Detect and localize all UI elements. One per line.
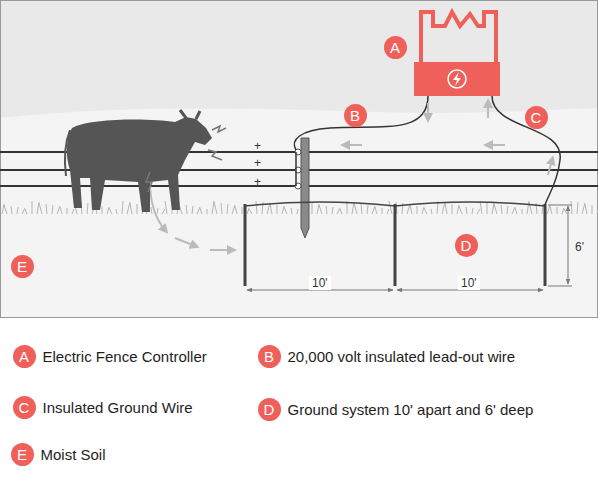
callout-letter: D (461, 238, 472, 253)
callout-letter: B (350, 108, 360, 123)
frame (1, 1, 598, 318)
callout-letter: E (17, 447, 27, 462)
key-description: Insulated Ground Wire (43, 399, 193, 416)
key-item: DGround system 10' apart and 6' deep (258, 398, 281, 421)
callout-letter: A (19, 349, 29, 364)
polarity-sign: + (254, 175, 261, 189)
ground-connector-wire (245, 202, 545, 206)
callout-circle: B (344, 104, 367, 127)
callout-letter: C (531, 110, 542, 125)
key-item: AElectric Fence Controller (13, 345, 36, 368)
callout-circle: C (525, 106, 548, 129)
sky (0, 0, 598, 318)
key-description: 20,000 volt insulated lead-out wire (288, 348, 516, 365)
cow (67, 117, 212, 212)
key-description: Moist Soil (41, 446, 106, 463)
ground (0, 108, 598, 318)
key-item: B20,000 volt insulated lead-out wire (258, 345, 281, 368)
key-item: CInsulated Ground Wire (13, 396, 36, 419)
polarity-sign: + (254, 139, 261, 153)
insulators (295, 149, 301, 189)
key-item: EMoist Soil (11, 443, 34, 466)
flow-arrows (150, 103, 552, 250)
cow-tail (65, 130, 70, 176)
callout-circle: A (384, 36, 407, 59)
controller-box (414, 62, 500, 96)
callout-letter: E (17, 259, 27, 274)
cow-ears (180, 110, 200, 119)
bolt-icon (453, 72, 461, 86)
lead-out-wire (294, 96, 428, 150)
key-description: Ground system 10' apart and 6' deep (288, 401, 534, 418)
dimension-label: 10' (309, 276, 331, 290)
dimension-lines (247, 205, 572, 290)
lead-out-drop (295, 152, 297, 186)
dimension-label: 6' (575, 240, 584, 254)
ground-wire (492, 96, 560, 205)
controller-housing (421, 12, 496, 62)
key-description: Electric Fence Controller (43, 348, 207, 365)
callout-letter: D (264, 402, 275, 417)
polarity-sign: + (254, 156, 261, 170)
callout-letter: B (264, 349, 274, 364)
callout-letter: C (19, 400, 30, 415)
fence-post (301, 138, 309, 238)
callout-letter: A (390, 40, 400, 55)
bolt-ring (448, 70, 466, 88)
callout-circle: D (455, 234, 478, 257)
callout-circle: E (11, 255, 34, 278)
shock-sparks (146, 126, 226, 192)
ground-rods (245, 204, 545, 286)
dimension-label: 10' (458, 276, 480, 290)
grass (2, 201, 598, 214)
